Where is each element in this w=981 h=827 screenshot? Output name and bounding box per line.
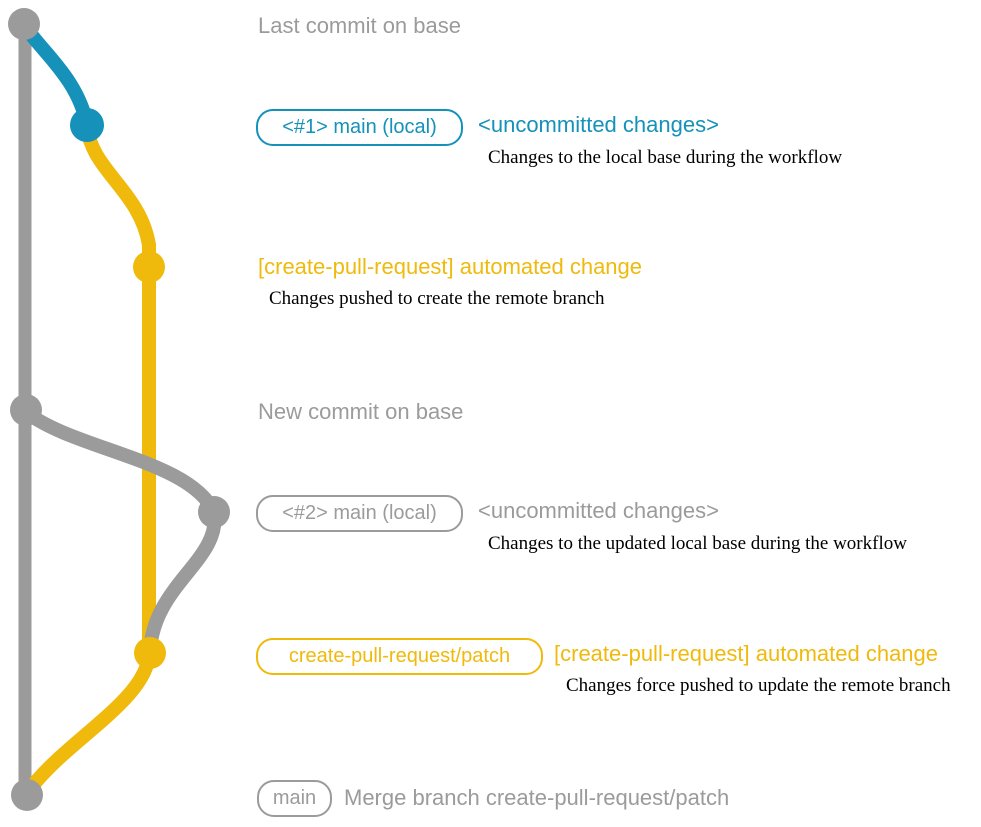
- commit-desc-main-local-1: Changes to the local base during the wor…: [488, 147, 843, 168]
- commit-title-main-local-2: <uncommitted changes>: [478, 498, 719, 523]
- main-local-1-branch-line: [18, 19, 94, 132]
- branch-badge-main-local-1-label: <#1> main (local): [282, 116, 437, 138]
- main-local-2-branch-line: [19, 405, 222, 660]
- commit-dot-last-base: [8, 8, 40, 40]
- commit-dot-automated-change-1: [133, 251, 165, 283]
- branch-badge-main-label: main: [272, 787, 317, 809]
- branch-badge-main-local-1: <#1> main (local): [256, 109, 463, 146]
- commit-title-merge: Merge branch create-pull-request/patch: [344, 785, 730, 810]
- branch-badge-patch-label: create-pull-request/patch: [288, 645, 511, 667]
- commit-title-automated-change-1: [create-pull-request] automated change: [258, 254, 643, 279]
- commit-graph: [8, 8, 230, 811]
- commit-dot-main-local-1: [70, 108, 104, 142]
- commit-dot-merge: [11, 779, 43, 811]
- branch-badge-main-local-2: <#2> main (local): [256, 495, 463, 532]
- commit-desc-automated-change-1: Changes pushed to create the remote bran…: [269, 288, 605, 309]
- commit-dot-automated-change-2: [134, 637, 166, 669]
- commit-dot-new-base: [10, 394, 42, 426]
- commit-desc-automated-change-2: Changes force pushed to update the remot…: [566, 675, 951, 696]
- branch-badge-patch: create-pull-request/patch: [256, 638, 543, 675]
- commit-title-automated-change-2: [create-pull-request] automated change: [554, 641, 939, 666]
- note-new-commit-on-base: New commit on base: [258, 399, 464, 424]
- branch-badge-main-local-2-label: <#2> main (local): [282, 502, 437, 524]
- branch-badge-main: main: [257, 780, 332, 817]
- commit-desc-main-local-2: Changes to the updated local base during…: [488, 533, 907, 554]
- commit-dot-main-local-2: [198, 496, 230, 528]
- commit-title-main-local-1: <uncommitted changes>: [478, 112, 719, 137]
- note-last-commit-on-base: Last commit on base: [258, 13, 461, 38]
